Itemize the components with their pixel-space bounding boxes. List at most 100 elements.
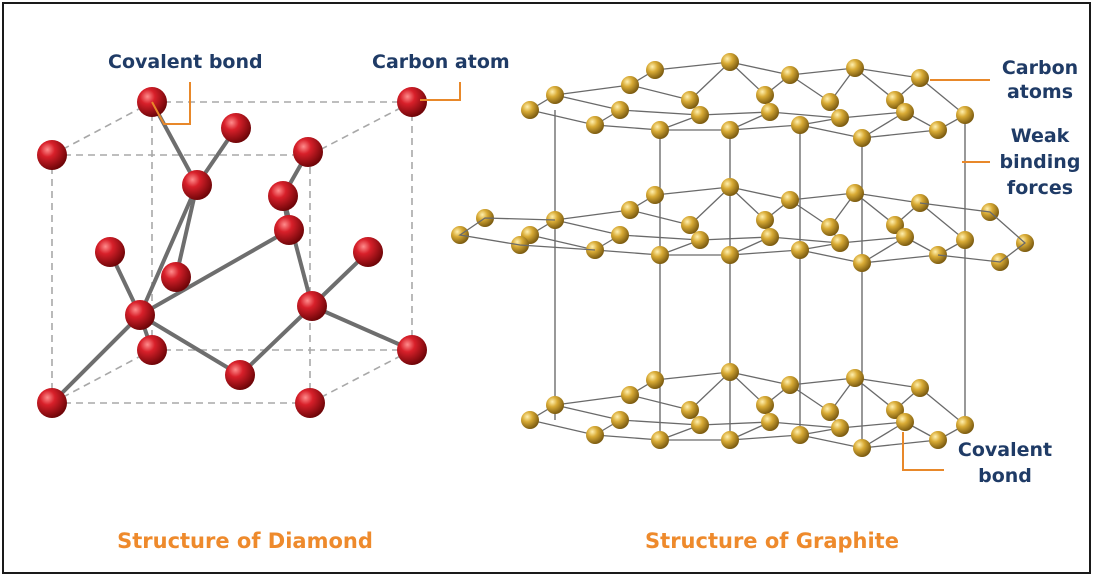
graphite-carbon-atom	[853, 254, 871, 272]
graphite-carbon-atom	[886, 216, 904, 234]
graphite-covalent-bond	[839, 236, 906, 244]
graphite-carbon-atom	[586, 116, 604, 134]
diamond-carbon-atom	[274, 215, 304, 245]
graphite-covalent-bond	[629, 84, 691, 101]
graphite-sheet-outline	[528, 186, 967, 264]
graphite-carbon-atom	[831, 109, 849, 127]
graphite-carbon-atom	[691, 231, 709, 249]
graphite-covalent-bond	[689, 371, 731, 411]
graphite-layer-middle	[451, 178, 1034, 272]
graphite-carbon-atom	[721, 121, 739, 139]
graphite-covalent-bond	[619, 419, 701, 426]
graphite-carbon-atom	[721, 246, 739, 264]
graphite-carbon-atom	[831, 234, 849, 252]
graphite-carbon-atom	[721, 178, 739, 196]
graphite-carbon-atom	[646, 61, 664, 79]
diamond-cube-edges	[51, 101, 413, 404]
leader-covalent-bond-diamond	[151, 82, 191, 125]
graphite-carbon-atom	[929, 121, 947, 139]
graphite-carbon-atom	[611, 226, 629, 244]
graphite-carbon-atom	[886, 401, 904, 419]
graphite-interlayer-lines	[554, 110, 966, 448]
diamond-carbon-atom	[397, 335, 427, 365]
graphite-layer-bottom	[521, 363, 974, 457]
diamond-carbon-atom	[182, 170, 212, 200]
graphite-carbon-atom	[646, 186, 664, 204]
graphite-carbon-atom	[896, 103, 914, 121]
graphite-carbon-atom	[756, 211, 774, 229]
graphite-carbon-atom	[761, 228, 779, 246]
graphite-carbon-atom	[681, 91, 699, 109]
label-weak-forces-line2: binding	[1000, 151, 1081, 173]
graphite-carbon-atom	[521, 411, 539, 429]
label-carbon-atom: Carbon atom	[372, 51, 510, 73]
graphite-carbon-atom	[791, 241, 809, 259]
graphite-carbon-atom	[586, 426, 604, 444]
graphite-carbon-atom	[853, 439, 871, 457]
diamond-bond	[138, 183, 199, 317]
graphite-carbon-atom	[781, 191, 799, 209]
graphite-carbon-atom	[821, 403, 839, 421]
diamond-bond	[50, 313, 142, 405]
graphite-sheet-outline	[528, 371, 967, 449]
graphite-covalent-bond	[769, 111, 841, 119]
graphite-covalent-bond	[699, 421, 771, 426]
graphite-structure	[451, 53, 1034, 457]
diamond-carbon-atom	[37, 140, 67, 170]
graphite-covalent-bond	[699, 236, 771, 241]
diamond-carbon-atom	[37, 388, 67, 418]
graphite-carbon-atom	[651, 121, 669, 139]
graphite-covalent-bond	[839, 421, 906, 429]
label-covalent-bond-graphite-line2: bond	[978, 465, 1032, 487]
graphite-carbon-atom	[956, 416, 974, 434]
graphite-covalent-bond	[619, 234, 701, 241]
diamond-bond	[238, 304, 314, 377]
graphite-carbon-atom	[846, 184, 864, 202]
leader-covalent-bond-graphite	[902, 432, 944, 471]
diamond-carbon-atom	[353, 237, 383, 267]
graphite-carbon-atom	[956, 106, 974, 124]
graphite-layer-top	[521, 53, 974, 147]
graphite-carbon-atom	[781, 66, 799, 84]
diamond-carbon-atom	[161, 262, 191, 292]
graphite-covalent-bond	[629, 209, 691, 226]
diamond-carbon-atom	[297, 291, 327, 321]
graphite-carbon-atom	[756, 86, 774, 104]
graphite-covalent-bond	[769, 236, 841, 244]
diamond-carbon-atom	[295, 388, 325, 418]
label-weak-forces-line3: forces	[1007, 177, 1073, 199]
graphite-carbon-atom	[681, 401, 699, 419]
graphite-covalent-bond	[689, 61, 731, 101]
diamond-structure	[37, 87, 427, 418]
graphite-carbon-atom	[681, 216, 699, 234]
graphite-covalent-bond	[458, 217, 596, 251]
graphite-covalent-bond	[554, 94, 621, 111]
graphite-carbon-atom	[651, 246, 669, 264]
diamond-carbon-atom	[225, 360, 255, 390]
diamond-bond	[310, 304, 414, 352]
graphite-carbon-atom	[521, 101, 539, 119]
diamond-carbon-atom	[268, 181, 298, 211]
diamond-carbon-atom	[397, 87, 427, 117]
graphite-covalent-bond	[554, 404, 621, 421]
graphite-carbon-atom	[761, 413, 779, 431]
graphite-carbon-atom	[721, 363, 739, 381]
graphite-carbon-atom	[791, 116, 809, 134]
diamond-bond	[174, 183, 199, 279]
diamond-carbon-atom	[293, 137, 323, 167]
graphite-carbon-atom	[621, 76, 639, 94]
graphite-carbon-atom	[761, 103, 779, 121]
caption-diamond: Structure of Diamond	[117, 529, 373, 553]
graphite-carbon-atom	[621, 201, 639, 219]
graphite-covalent-bond	[919, 202, 1027, 263]
graphite-covalent-bond	[839, 111, 906, 119]
graphite-carbon-atom	[546, 86, 564, 104]
graphite-carbon-atom	[691, 106, 709, 124]
graphite-carbon-atom	[651, 431, 669, 449]
graphite-carbon-atom	[821, 218, 839, 236]
graphite-covalent-bond	[619, 109, 701, 116]
graphite-carbon-atom	[929, 431, 947, 449]
label-carbon-atoms-line1: Carbon	[1002, 57, 1078, 79]
graphite-carbon-atom	[546, 396, 564, 414]
